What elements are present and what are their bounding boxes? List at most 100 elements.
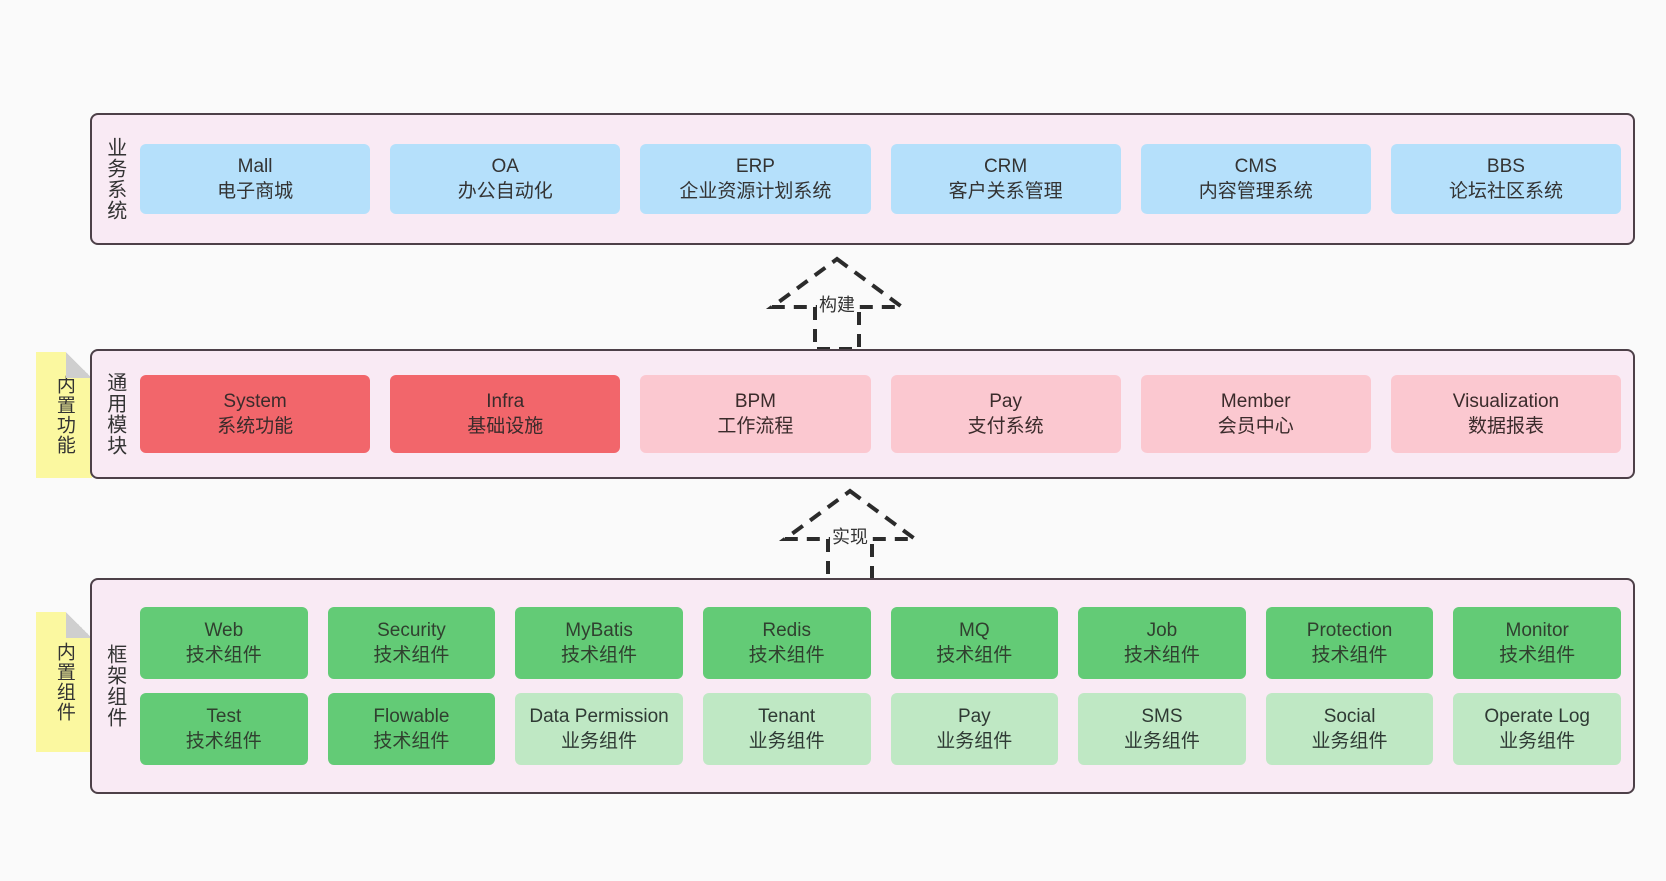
node-title: BBS	[1486, 155, 1525, 177]
node-subtitle: 技术组件	[1311, 645, 1388, 666]
node-title: MyBatis	[565, 619, 633, 641]
node-member[interactable]: Member 会员中心	[1140, 375, 1371, 453]
node-subtitle: 技术组件	[748, 645, 825, 666]
node-title: CMS	[1234, 155, 1277, 177]
node-mybatis[interactable]: MyBatis 技术组件	[515, 607, 683, 679]
layer-business-systems: 业务系统 Mall 电子商城 OA 办公自动化 ERP 企业资源计划系统 CRM…	[90, 113, 1635, 245]
layer-label-framework: 框架组件	[103, 644, 126, 728]
node-mq[interactable]: MQ 技术组件	[890, 607, 1059, 679]
node-title: Flowable	[373, 705, 450, 727]
node-subtitle: 电子商城	[217, 181, 294, 202]
node-data-permission[interactable]: Data Permission 业务组件	[515, 693, 683, 765]
node-bbs[interactable]: BBS 论坛社区系统	[1390, 144, 1622, 214]
node-title: Operate Log	[1484, 705, 1590, 727]
node-title: Infra	[486, 390, 525, 412]
layer-row: Web 技术组件 Security 技术组件 MyBatis 技术组件 Redi…	[140, 607, 1621, 679]
layer-row: System 系统功能 Infra 基础设施 BPM 工作流程 Pay 支付系统…	[140, 375, 1622, 453]
node-title: System	[223, 390, 287, 412]
node-crm[interactable]: CRM 客户关系管理	[890, 144, 1121, 214]
node-subtitle: 技术组件	[373, 645, 450, 666]
node-subtitle: 技术组件	[185, 731, 262, 752]
node-subtitle: 业务组件	[1123, 731, 1200, 752]
sticky-note-builtin-functions: 内置功能	[36, 352, 92, 478]
node-protection[interactable]: Protection 技术组件	[1265, 607, 1434, 679]
node-subtitle: 办公自动化	[457, 181, 553, 202]
node-web[interactable]: Web 技术组件	[140, 607, 308, 679]
node-subtitle: 技术组件	[1499, 645, 1576, 666]
node-title: Job	[1146, 619, 1178, 641]
node-bpm[interactable]: BPM 工作流程	[640, 375, 871, 453]
node-title: CRM	[983, 155, 1028, 177]
node-operate-log[interactable]: Operate Log 业务组件	[1453, 693, 1621, 765]
connector-label-implement: 实现	[830, 523, 870, 549]
node-oa[interactable]: OA 办公自动化	[390, 144, 621, 214]
sticky-note-label: 内置功能	[53, 375, 75, 455]
node-subtitle: 企业资源计划系统	[679, 181, 832, 202]
node-title: Redis	[762, 619, 811, 641]
node-subtitle: 内容管理系统	[1198, 181, 1313, 202]
node-title: Social	[1323, 705, 1376, 727]
node-infra[interactable]: Infra 基础设施	[390, 375, 621, 453]
node-mall[interactable]: Mall 电子商城	[140, 144, 371, 214]
node-cms[interactable]: CMS 内容管理系统	[1140, 144, 1371, 214]
layer-label-business: 业务系统	[103, 137, 126, 221]
node-pay-component[interactable]: Pay 业务组件	[890, 693, 1059, 765]
node-subtitle: 技术组件	[936, 645, 1013, 666]
sticky-note-label: 内置组件	[53, 642, 75, 722]
node-subtitle: 技术组件	[561, 645, 638, 666]
node-subtitle: 业务组件	[1499, 731, 1576, 752]
node-title: Monitor	[1505, 619, 1569, 641]
dashed-hollow-arrow-up-icon	[778, 488, 922, 583]
layer-row: Mall 电子商城 OA 办公自动化 ERP 企业资源计划系统 CRM 客户关系…	[140, 144, 1622, 214]
node-subtitle: 数据报表	[1467, 416, 1544, 437]
node-subtitle: 业务组件	[748, 731, 825, 752]
layer-label-modules: 通用模块	[103, 372, 126, 456]
node-system[interactable]: System 系统功能	[140, 375, 371, 453]
layer-body-modules: System 系统功能 Infra 基础设施 BPM 工作流程 Pay 支付系统…	[136, 351, 1633, 477]
node-flowable[interactable]: Flowable 技术组件	[327, 693, 496, 765]
node-subtitle: 技术组件	[1123, 645, 1200, 666]
node-tenant[interactable]: Tenant 业务组件	[702, 693, 871, 765]
node-monitor[interactable]: Monitor 技术组件	[1453, 607, 1621, 679]
node-title: Pay	[989, 390, 1022, 412]
node-redis[interactable]: Redis 技术组件	[702, 607, 871, 679]
node-visualization[interactable]: Visualization 数据报表	[1390, 375, 1622, 453]
node-title: ERP	[735, 155, 775, 177]
connector-build: 构建	[752, 255, 922, 351]
node-subtitle: 业务组件	[1311, 731, 1388, 752]
node-title: Protection	[1306, 619, 1393, 641]
node-title: Mall	[237, 155, 273, 177]
layer-row: Test 技术组件 Flowable 技术组件 Data Permission …	[140, 693, 1621, 765]
layer-framework-components: 框架组件 Web 技术组件 Security 技术组件 MyBatis 技术组件…	[90, 578, 1635, 794]
connector-implement: 实现	[765, 487, 935, 583]
node-subtitle: 系统功能	[217, 416, 294, 437]
node-sms[interactable]: SMS 业务组件	[1078, 693, 1246, 765]
connector-label-build: 构建	[817, 291, 857, 317]
node-social[interactable]: Social 业务组件	[1265, 693, 1434, 765]
node-subtitle: 业务组件	[936, 731, 1013, 752]
layer-body-business: Mall 电子商城 OA 办公自动化 ERP 企业资源计划系统 CRM 客户关系…	[136, 115, 1633, 243]
page-fold-icon	[66, 612, 92, 638]
node-subtitle: 会员中心	[1217, 416, 1294, 437]
node-pay-module[interactable]: Pay 支付系统	[890, 375, 1121, 453]
node-subtitle: 客户关系管理	[948, 181, 1063, 202]
layer-body-framework: Web 技术组件 Security 技术组件 MyBatis 技术组件 Redi…	[136, 580, 1633, 792]
dashed-hollow-arrow-up-icon	[765, 256, 909, 351]
node-title: Member	[1220, 390, 1291, 412]
node-subtitle: 技术组件	[185, 645, 262, 666]
node-title: Test	[206, 705, 242, 727]
node-subtitle: 技术组件	[373, 731, 450, 752]
node-title: SMS	[1141, 705, 1183, 727]
node-title: OA	[491, 155, 519, 177]
node-title: Security	[377, 619, 446, 641]
sticky-note-builtin-components: 内置组件	[36, 612, 92, 752]
node-erp[interactable]: ERP 企业资源计划系统	[640, 144, 871, 214]
node-title: Web	[204, 619, 244, 641]
node-security[interactable]: Security 技术组件	[327, 607, 496, 679]
node-test[interactable]: Test 技术组件	[140, 693, 308, 765]
node-title: MQ	[959, 619, 990, 641]
node-subtitle: 工作流程	[717, 416, 794, 437]
node-job[interactable]: Job 技术组件	[1078, 607, 1246, 679]
node-subtitle: 基础设施	[467, 416, 544, 437]
